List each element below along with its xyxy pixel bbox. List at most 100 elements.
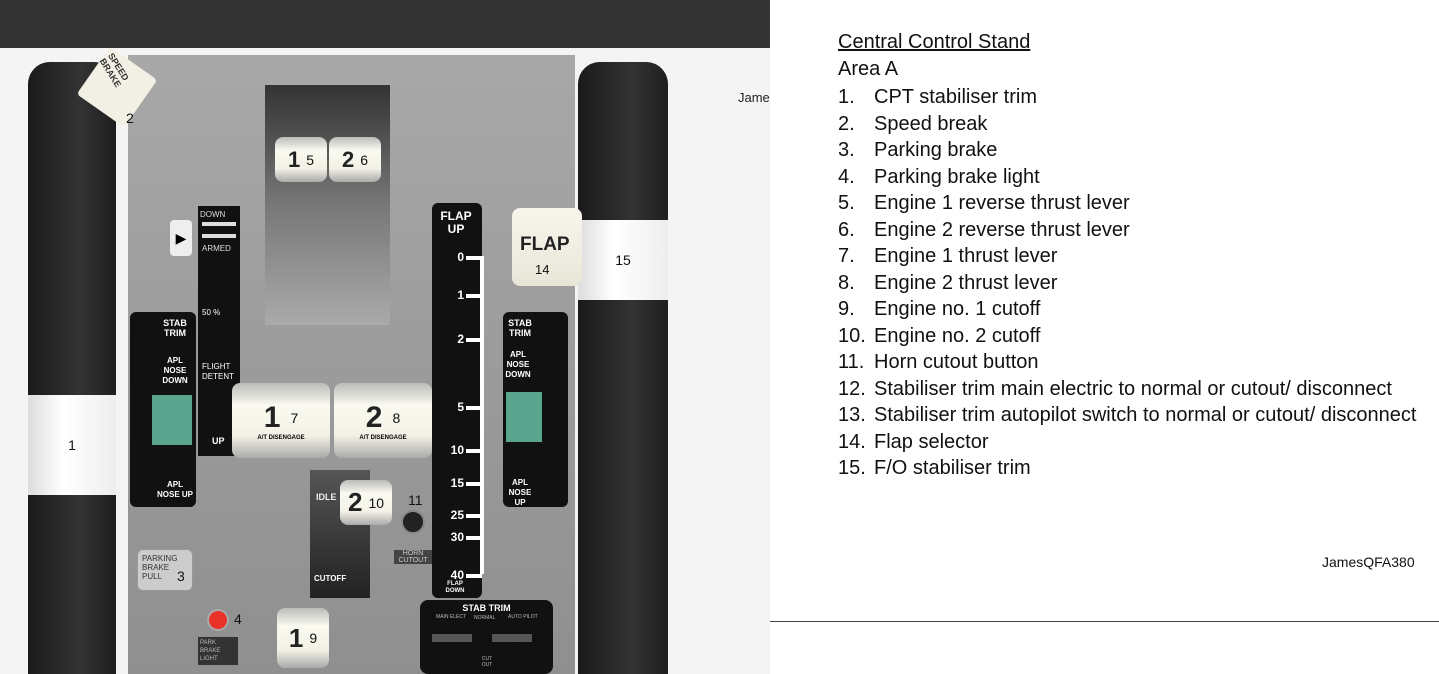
- normal-label: NORMAL: [474, 615, 496, 621]
- list-item-text: Flap selector: [874, 430, 989, 453]
- list-item-number: 8.: [838, 271, 855, 294]
- apl-nose-up-label: APL NOSE UP: [508, 478, 532, 507]
- list-item-text: Engine no. 1 cutoff: [874, 298, 1041, 320]
- section-heading: Central Control Stand: [838, 31, 1031, 53]
- flap-scale-line: [480, 256, 484, 574]
- list-item: 13. Stabiliser trim autopilot switch to n…: [838, 402, 1418, 429]
- callout-6: 6: [360, 151, 369, 168]
- main-elect-label: MAIN ELECT: [436, 614, 467, 620]
- list-item-text: Stabiliser trim main electric to normal …: [874, 377, 1392, 400]
- flap-tick-label: 10: [450, 443, 464, 457]
- list-item-text: Engine 2 thrust lever: [874, 271, 1058, 294]
- list-item-text: Parking brake: [874, 139, 998, 161]
- flap-tick-mark: [466, 406, 482, 410]
- list-item-text: Engine 2 reverse thrust lever: [874, 218, 1130, 241]
- list-item-number: 4.: [838, 165, 855, 188]
- lever-number: 1: [263, 400, 281, 434]
- list-item: 1.CPT stabiliser trim: [838, 84, 1418, 111]
- callout-1: 1: [28, 395, 116, 495]
- callout-3: 3: [177, 568, 185, 584]
- play-arrow-icon: ▶: [170, 220, 192, 256]
- flap-tick-label: 1: [457, 288, 464, 302]
- apl-nose-up-label: APL NOSE UP: [156, 480, 193, 499]
- list-item: 8. Engine 2 thrust lever: [838, 270, 1418, 297]
- flap-tick-mark: [466, 514, 482, 518]
- list-item-text: Engine 1 thrust lever: [874, 245, 1058, 267]
- list-item-number: 9.: [838, 298, 855, 320]
- list-item-number: 5.: [838, 192, 855, 214]
- flap-tick-label: 25: [450, 508, 464, 522]
- list-item: 14. Flap selector: [838, 429, 1418, 456]
- flap-tick-label: 2: [457, 332, 464, 346]
- lever-number: 2: [341, 146, 355, 172]
- parking-brake-light: [207, 609, 229, 631]
- flap-tick-label: 15: [450, 476, 464, 490]
- list-item: 6.Engine 2 reverse thrust lever: [838, 217, 1418, 244]
- author-signature: JamesQFA380: [1322, 554, 1415, 570]
- flap-tick-mark: [466, 449, 482, 453]
- flap-tick-mark: [466, 536, 482, 540]
- parking-brake-label: PARKING BRAKE PULL: [142, 554, 178, 581]
- flap-tick-label: 0: [457, 250, 464, 264]
- callout-10: 10: [368, 494, 385, 511]
- flap-selector: [512, 208, 582, 286]
- down-label: DOWN: [200, 210, 226, 219]
- flap-label: FLAP: [520, 234, 570, 255]
- stab-trim-label: STAB TRIM: [163, 318, 187, 338]
- list-item: 4. Parking brake light: [838, 164, 1418, 191]
- cutoff-label: CUTOFF: [314, 574, 347, 583]
- parking-brake-handle: [137, 549, 193, 591]
- apl-nose-down-label: APL NOSE DOWN: [162, 356, 188, 385]
- list-item-text: Stabiliser trim autopilot switch to norm…: [874, 404, 1417, 426]
- flight-detent-label: FLIGHT DETENT: [202, 362, 234, 381]
- lever-number: 1: [287, 146, 301, 172]
- list-item-number: 10.: [838, 324, 866, 347]
- up-label: UP: [212, 436, 225, 446]
- flap-tick-label: 40: [450, 568, 464, 582]
- fifty-percent-label: 50 %: [202, 308, 221, 317]
- lever-number: 2: [347, 487, 363, 517]
- at-disengage-label: A/T DISENGAGE: [257, 434, 305, 441]
- cut-out-label: CUT OUT: [481, 656, 493, 668]
- left-page-footer-text: Jame: [738, 90, 770, 105]
- list-item-number: 7.: [838, 245, 855, 267]
- flap-tick-label: 5: [457, 400, 464, 414]
- armed-mark: [202, 234, 236, 238]
- list-item-text: Engine 1 reverse thrust lever: [874, 192, 1130, 214]
- armed-label: ARMED: [202, 244, 231, 253]
- left-page: 1 15 SPEED BRAKE 2 ▶ DOWN ARMED 50 % FLI…: [0, 0, 770, 674]
- list-item-text: Parking brake light: [874, 165, 1040, 188]
- list-item: 7. Engine 1 thrust lever: [838, 243, 1418, 270]
- callout-11: 11: [408, 492, 423, 508]
- reverse-lever-slot: [265, 85, 390, 325]
- engine-2-cutoff-lever: 2 10: [340, 480, 392, 525]
- callout-9: 9: [309, 630, 318, 646]
- main-elect-switch: [432, 634, 472, 642]
- auto-pilot-switch: [492, 634, 532, 642]
- list-item: 3.Parking brake: [838, 137, 1418, 164]
- down-mark: [202, 222, 236, 226]
- list-item-number: 13.: [838, 404, 866, 426]
- callout-8: 8: [392, 409, 401, 426]
- list-item-number: 14.: [838, 430, 866, 453]
- list-item-text: F/O stabiliser trim: [874, 457, 1031, 479]
- callout-5: 5: [306, 151, 315, 168]
- horn-cutout-label: HORN CUTOUT: [394, 550, 432, 564]
- park-brake-light-label: PARK BRAKE LIGHT: [198, 637, 238, 665]
- list-item-number: 12.: [838, 377, 866, 400]
- apl-nose-down-label: APL NOSE DOWN: [505, 350, 531, 379]
- viewer-top-bar: [0, 0, 770, 48]
- flap-tick-mark: [466, 574, 482, 578]
- callout-2: 2: [126, 110, 134, 126]
- list-item: 15.F/O stabiliser trim: [838, 455, 1418, 482]
- list-item-number: 1.: [838, 86, 855, 108]
- flap-up-label: FLAP UP: [440, 209, 472, 236]
- callout-14: 14: [535, 262, 550, 277]
- list-item-text: Horn cutout button: [874, 351, 1039, 373]
- list-item-number: 2.: [838, 112, 855, 135]
- lever-number: 2: [365, 400, 383, 434]
